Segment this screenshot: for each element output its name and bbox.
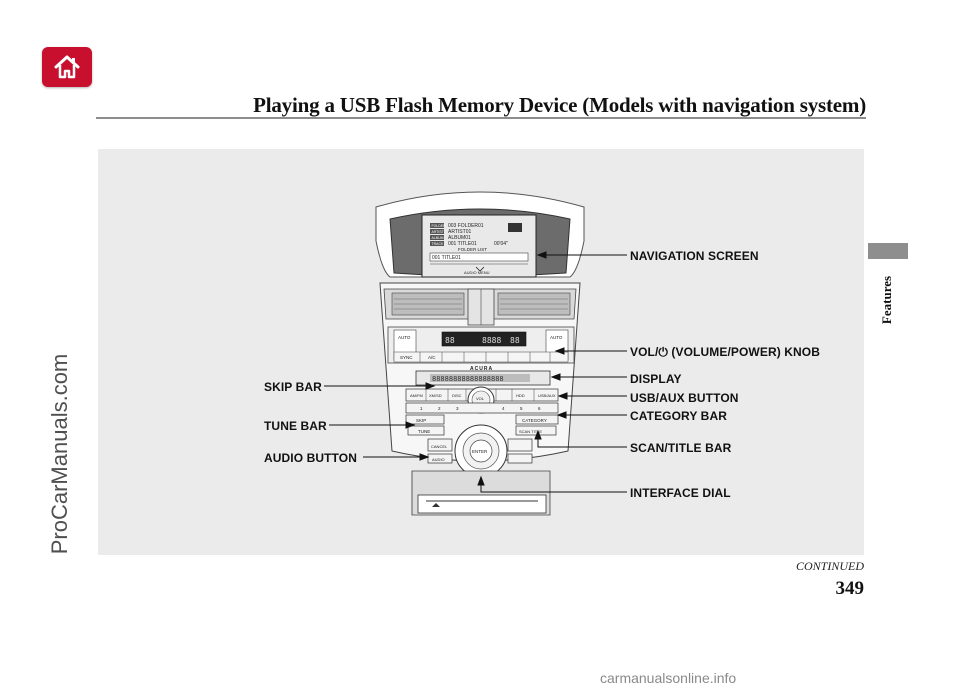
display-segments: 88888888888888888 bbox=[432, 375, 504, 383]
category-bar bbox=[515, 414, 559, 425]
cancel-button bbox=[427, 438, 453, 452]
btn-skip: SKIP bbox=[416, 418, 426, 423]
btn-enter: ENTER bbox=[472, 449, 488, 454]
svg-text:4: 4 bbox=[502, 406, 505, 411]
label-usb-aux-button: USB/AUX BUTTON bbox=[630, 391, 739, 405]
label-audio-button: AUDIO BUTTON bbox=[264, 451, 357, 465]
btn-cancel: CANCEL bbox=[431, 444, 448, 449]
svg-text:88: 88 bbox=[445, 336, 455, 345]
page-title: Playing a USB Flash Memory Device (Model… bbox=[253, 93, 866, 117]
btn-vol: VOL bbox=[476, 396, 485, 401]
btn-scan-title: SCAN TITLE bbox=[519, 429, 542, 434]
btn-tune: TUNE bbox=[418, 429, 430, 434]
screen-time: 00'04" bbox=[494, 241, 508, 247]
screen-tag-folder: FOLDER bbox=[432, 224, 447, 228]
screen-folder: 003 FOLDER01 bbox=[448, 223, 484, 229]
svg-text:3: 3 bbox=[456, 406, 459, 411]
screen-tag-artist: ARTIST bbox=[432, 230, 445, 234]
label-navigation-screen: NAVIGATION SCREEN bbox=[630, 249, 759, 263]
btn-audio: AUDIO bbox=[432, 457, 445, 462]
label-display: DISPLAY bbox=[630, 372, 682, 386]
svg-text:5: 5 bbox=[520, 406, 523, 411]
btn-usb-aux: USB/AUX bbox=[538, 393, 556, 398]
home-icon bbox=[54, 55, 80, 79]
label-vol-knob: VOL/⏻ (VOLUME/POWER) KNOB bbox=[630, 345, 820, 359]
watermark-left: ProCarManuals.com bbox=[47, 353, 72, 555]
btn-category: CATEGORY bbox=[522, 418, 547, 423]
screen-album: ALBUM01 bbox=[448, 235, 471, 241]
label-category-bar: CATEGORY BAR bbox=[630, 409, 727, 423]
btn-sync: SYNC bbox=[400, 355, 413, 360]
preset-row bbox=[405, 402, 559, 414]
screen-tag-album: ALBUM bbox=[432, 236, 444, 240]
screen-list-item: 001 TITLE01 bbox=[432, 255, 461, 261]
skip-bar bbox=[405, 414, 445, 425]
screen-tag-track: TRACK bbox=[432, 242, 445, 246]
figure-panel: FOLDER 003 FOLDER01 ARTIST ARTIST01 ALBU… bbox=[98, 149, 864, 555]
label-skip-bar: SKIP BAR bbox=[264, 380, 322, 394]
brand-text: ACURA bbox=[470, 366, 493, 372]
screen-menu: AUDIO MENU bbox=[464, 270, 490, 275]
audio-button bbox=[427, 453, 453, 464]
svg-text:2: 2 bbox=[438, 406, 441, 411]
label-interface-dial: INTERFACE DIAL bbox=[630, 486, 731, 500]
label-tune-bar: TUNE BAR bbox=[264, 419, 327, 433]
svg-text:6: 6 bbox=[538, 406, 541, 411]
btn-auto-left: AUTO bbox=[398, 335, 411, 340]
section-tab-label: Features bbox=[879, 275, 894, 325]
svg-text:8888: 8888 bbox=[482, 336, 501, 345]
tune-bar bbox=[407, 425, 445, 436]
screen-title: 001 TITLE01 bbox=[448, 241, 477, 247]
home-button[interactable] bbox=[42, 47, 92, 87]
svg-text:88: 88 bbox=[510, 336, 520, 345]
label-scan-title-bar: SCAN/TITLE BAR bbox=[630, 441, 732, 455]
btn-disc: DISC bbox=[452, 393, 462, 398]
screen-artist: ARTIST01 bbox=[448, 229, 471, 235]
section-tab-marker[interactable] bbox=[868, 243, 908, 259]
svg-text:1: 1 bbox=[420, 406, 423, 411]
btn-hdd: HDD bbox=[516, 393, 525, 398]
btn-xm-sd: XM/SD bbox=[429, 393, 442, 398]
btn-ac: A/C bbox=[428, 355, 436, 360]
title-rule bbox=[96, 117, 866, 119]
preset-labels: 1 2 3 4 5 6 bbox=[420, 406, 541, 411]
btn-am-fm: AM/FM bbox=[410, 393, 423, 398]
btn-auto-right: AUTO bbox=[550, 335, 563, 340]
watermark-bottom: carmanualsonline.info bbox=[600, 670, 737, 686]
page-number: 349 bbox=[835, 578, 865, 599]
screen-list-header: FOLDER LIST bbox=[458, 247, 487, 252]
dashboard-illustration: FOLDER 003 FOLDER01 ARTIST ARTIST01 ALBU… bbox=[324, 191, 627, 516]
continued-note: CONTINUED bbox=[795, 559, 864, 573]
